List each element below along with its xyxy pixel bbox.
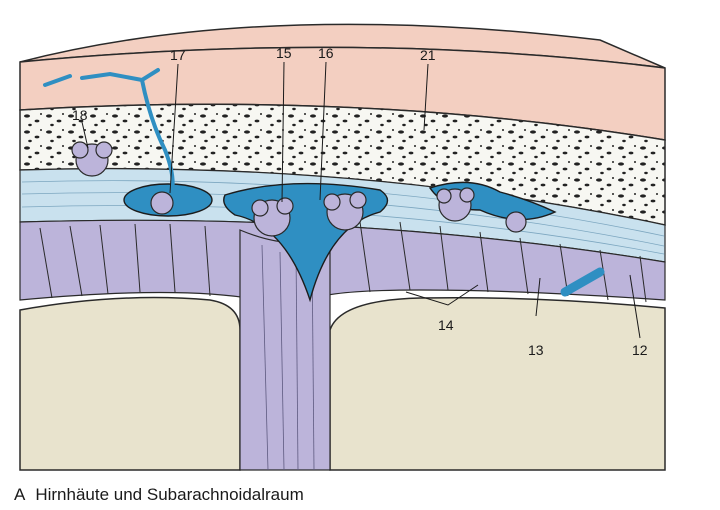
figure-caption: A Hirnhäute und Subarachnoidalraum [14, 485, 314, 505]
meninges-diagram: 18 17 15 16 21 14 13 12 [19, 23, 666, 471]
label-18: 18 [72, 107, 88, 123]
label-17: 17 [170, 47, 186, 63]
arachnoid-granulations [71, 141, 527, 237]
emissary-vein [80, 68, 175, 194]
caption-text: Hirnhäute und Subarachnoidalraum [35, 485, 304, 504]
label-12: 12 [632, 342, 648, 358]
label-21: 21 [420, 47, 436, 63]
label-15: 15 [276, 45, 292, 61]
diploic-vein-segment [43, 74, 72, 87]
caption-letter: A [14, 485, 26, 504]
label-14: 14 [438, 317, 454, 333]
brain-left-hemisphere [19, 296, 241, 471]
brain-right-hemisphere [329, 296, 666, 471]
label-16: 16 [318, 45, 334, 61]
cortical-vessel [560, 267, 605, 297]
arachnoid-trabeculae [39, 221, 647, 303]
leader-lines [81, 61, 641, 339]
label-13: 13 [528, 342, 544, 358]
